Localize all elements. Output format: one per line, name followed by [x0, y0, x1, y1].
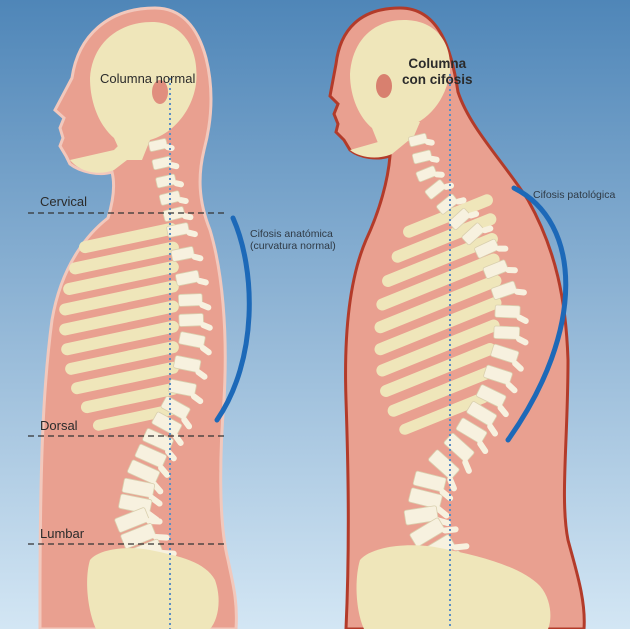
- kyphosis-title-line2: con cifosis: [402, 72, 473, 88]
- normal-curve-label: Cifosis anatómica (curvatura normal): [250, 228, 336, 252]
- normal-spine-title: Columna normal: [100, 72, 195, 87]
- kyphosis-spinous-process: [434, 171, 445, 178]
- normal-curve-label-line2: (curvatura normal): [250, 240, 336, 252]
- kyphosis-curve-label: Cifosis patológica: [533, 189, 615, 201]
- kyphosis-ear: [376, 74, 392, 98]
- cervical-label: Cervical: [40, 195, 87, 210]
- kyphosis-vertebra: [494, 326, 520, 340]
- kyphosis-vertebra: [495, 305, 520, 318]
- normal-vertebra: [178, 294, 202, 307]
- lumbar-label: Lumbar: [40, 527, 84, 542]
- kyphosis-spinous-process: [505, 267, 518, 274]
- normal-vertebra: [179, 313, 204, 326]
- kyphosis-spinous-process: [496, 246, 508, 252]
- normal-curve-label-line1: Cifosis anatómica: [250, 228, 336, 240]
- kyphosis-title-line1: Columna: [402, 56, 473, 72]
- kyphosis-spine-title: Columna con cifosis: [402, 56, 473, 87]
- dorsal-label: Dorsal: [40, 419, 78, 434]
